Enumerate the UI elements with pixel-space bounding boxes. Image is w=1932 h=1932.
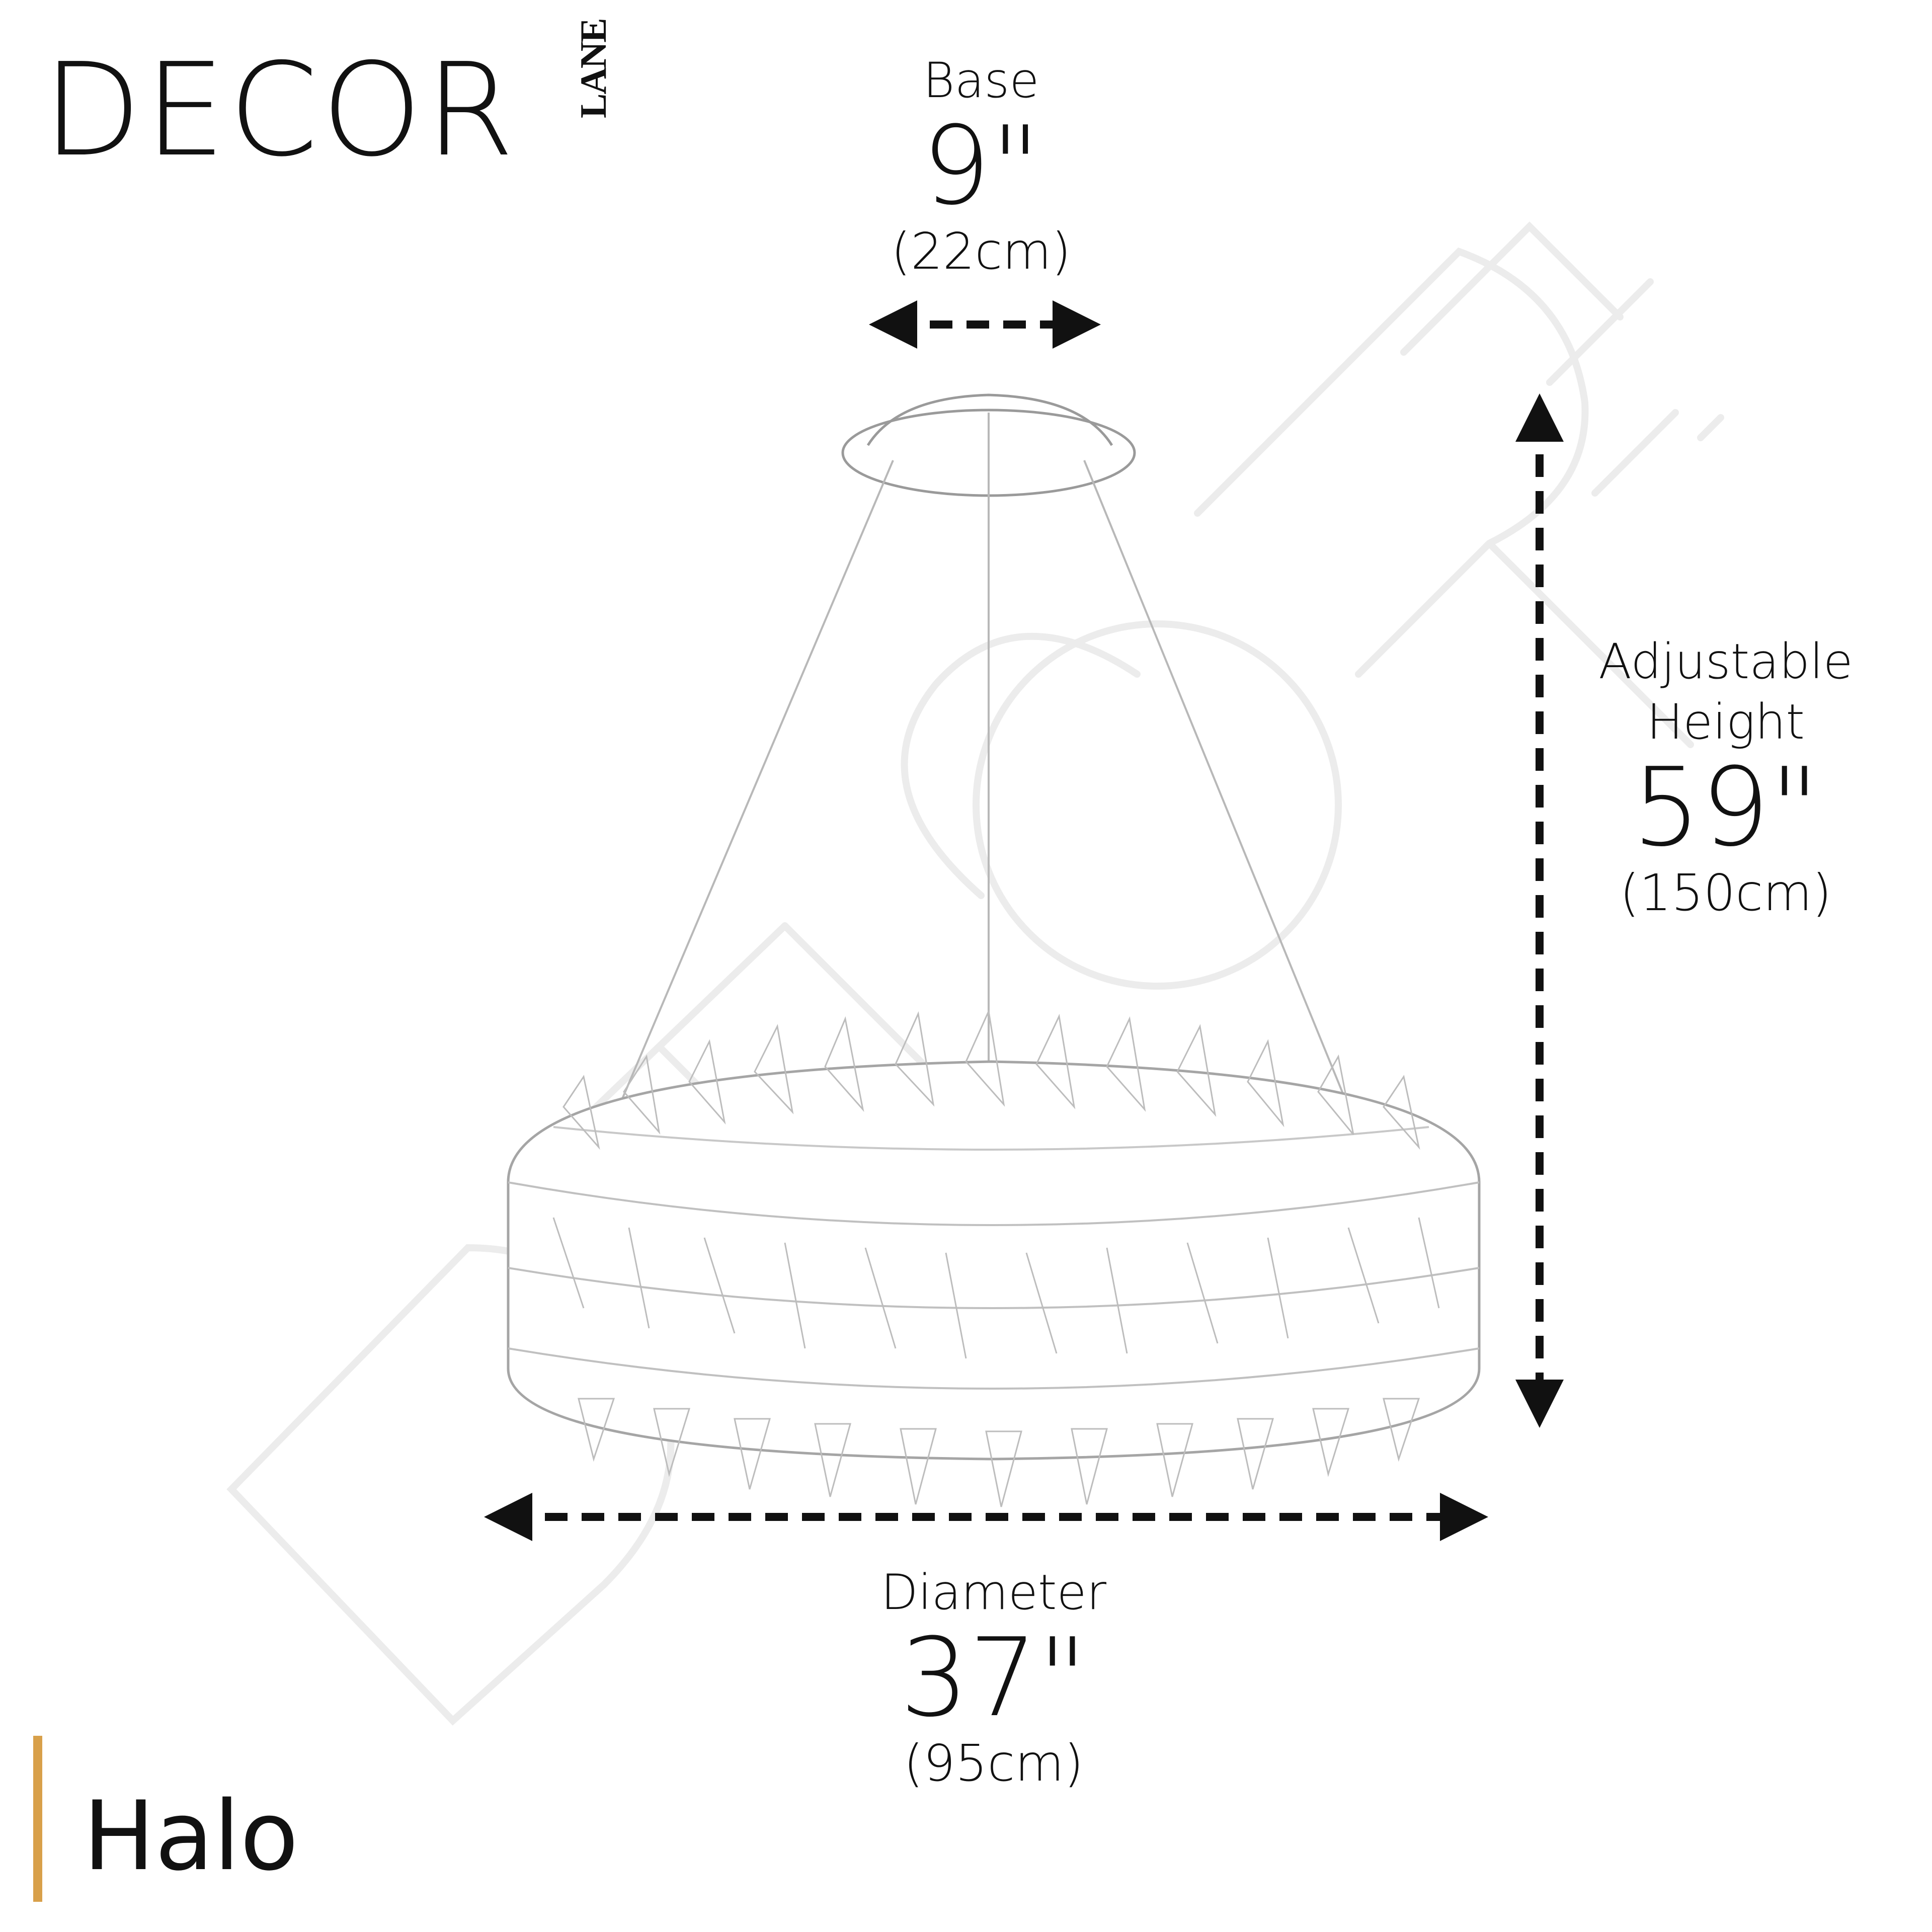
brand-logo: DECOR LANE [43, 19, 614, 185]
brand-sub-name: LANE [573, 19, 614, 118]
chandelier-sketch [507, 393, 1481, 1507]
brand-name: DECOR [43, 36, 518, 185]
product-accent-bar [33, 1736, 42, 1902]
diameter-label: Diameter [880, 1564, 1107, 1621]
base-imperial: 9" [922, 103, 1040, 229]
dimension-arrows [484, 300, 1564, 1541]
diameter-metric: (95cm) [904, 1734, 1084, 1793]
height-label-line2: Height [1646, 694, 1805, 750]
base-dimension: Base 9" (22cm) [830, 50, 1132, 282]
height-imperial: 59" [1632, 744, 1820, 870]
base-metric: (22cm) [891, 222, 1071, 281]
suspension-cable-left [618, 460, 894, 1107]
height-metric: (150cm) [1620, 863, 1832, 922]
height-dimension: Adjustable Height 59" (150cm) [1550, 631, 1902, 923]
product-name: Halo [83, 1781, 299, 1892]
base-label: Base [923, 52, 1039, 109]
diameter-dimension: Diameter 37" (95cm) [805, 1562, 1182, 1794]
height-label-line1: Adjustable [1598, 633, 1853, 690]
suspension-cable-right [1083, 460, 1349, 1107]
diameter-imperial: 37" [900, 1615, 1088, 1741]
